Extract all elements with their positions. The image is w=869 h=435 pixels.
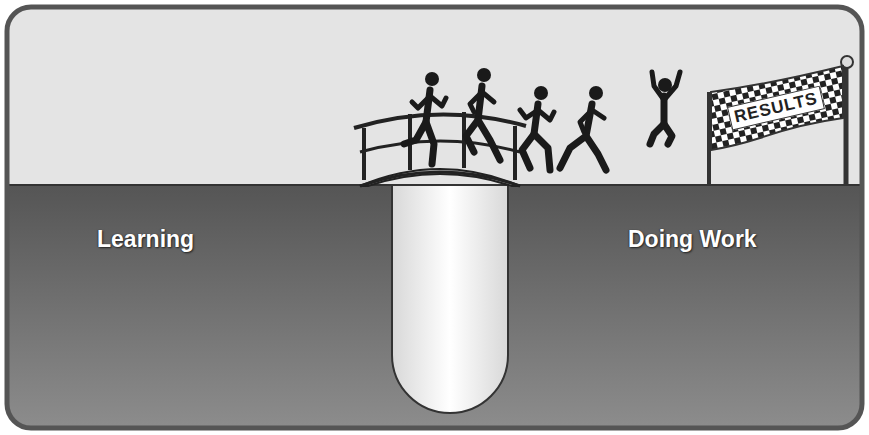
runner-head [477,68,491,82]
bridge-rail [354,114,526,128]
ground [7,185,862,428]
bridge-arch [360,172,520,186]
ground-label: Learning [97,226,194,253]
runner-legs [650,124,672,144]
sky [7,7,862,185]
ground-label: Doing Work [628,226,757,253]
runner-figure [520,86,554,170]
runner-arms [520,110,554,120]
runner-legs [560,136,606,170]
bridge-post [513,126,517,180]
runner-legs [404,122,434,164]
runner-arms [470,92,494,112]
runner-figure [650,72,680,144]
frame [7,7,862,428]
checkered-flag [711,66,843,150]
runner-arms [580,110,604,132]
pit [392,185,508,413]
runner-head [425,72,439,86]
finish-banner [709,56,853,185]
runner-arms [412,96,446,108]
runner-figure [404,72,446,164]
runner-legs [466,120,500,160]
runner-figure [560,86,606,170]
banner-pole [844,64,849,185]
bridge-deck [360,169,520,186]
runners [404,68,680,170]
scene [7,7,862,428]
runner-legs [522,134,550,170]
bridge [354,112,526,186]
runner-figure [466,68,500,160]
runner-head [534,86,548,100]
runner-head [589,86,603,100]
bridge-post [362,128,366,180]
runner-arms [652,72,680,100]
